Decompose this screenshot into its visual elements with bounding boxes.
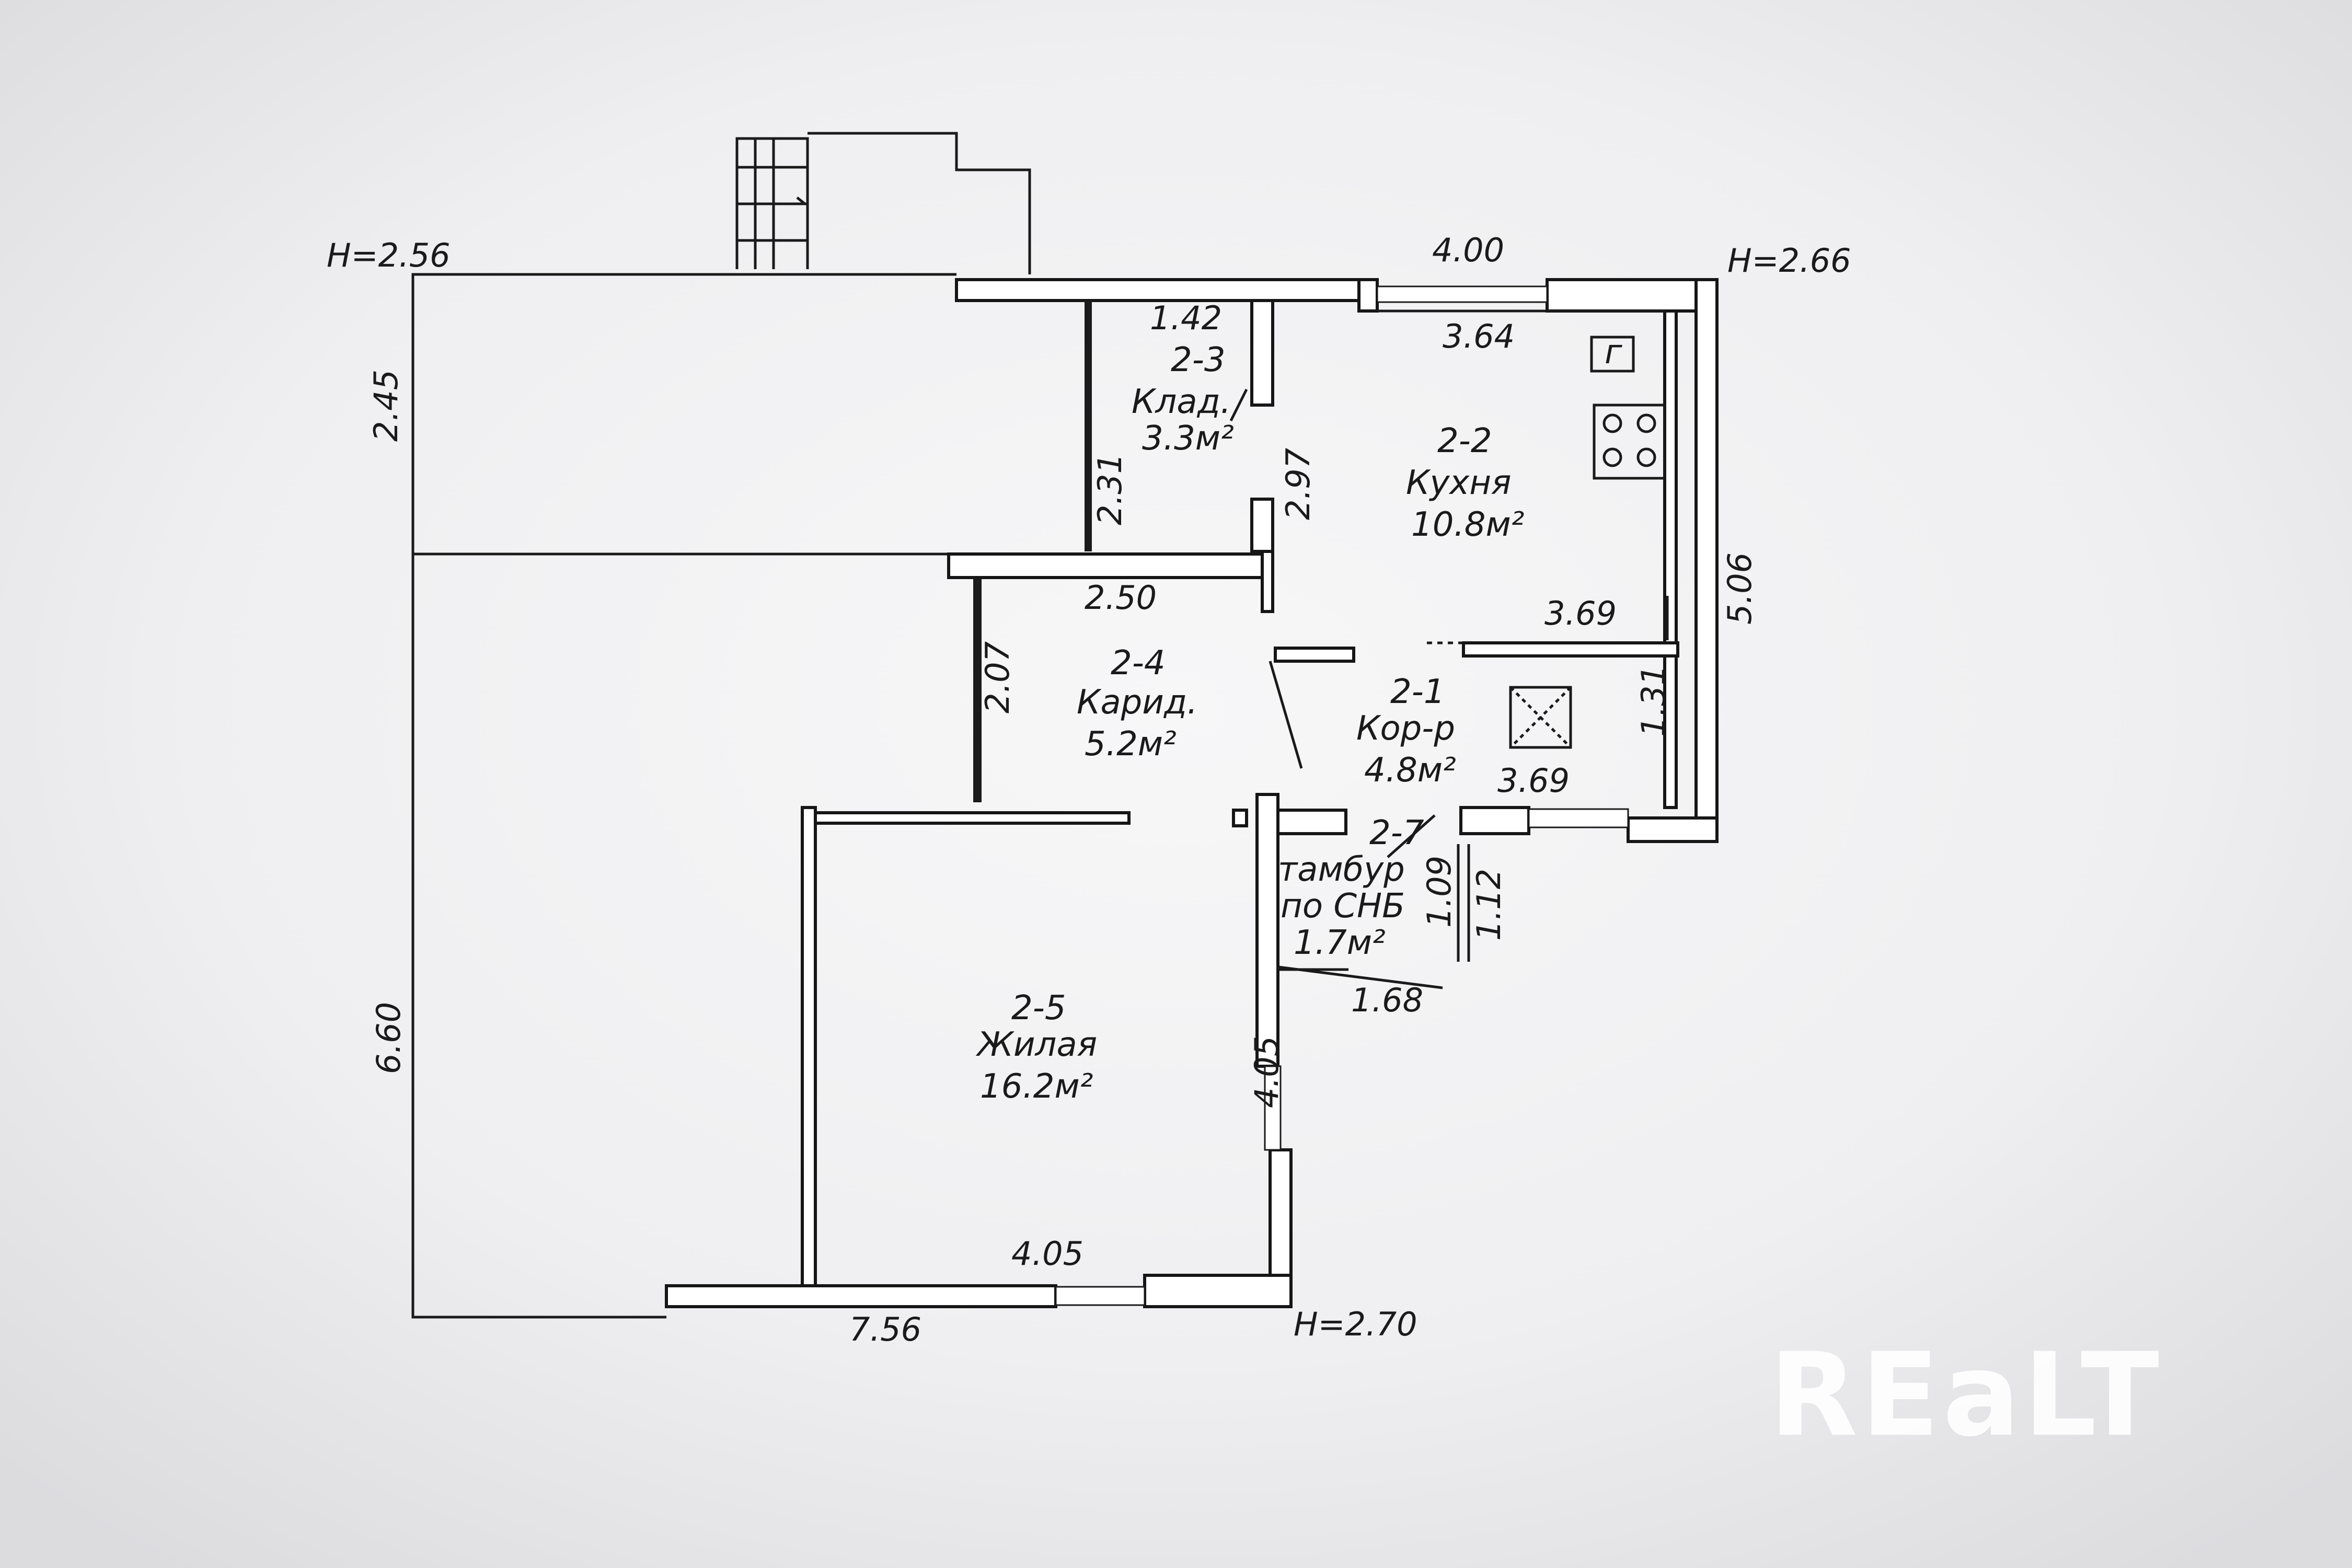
stove	[1593, 403, 1666, 480]
dim-corridor-height: 2.07	[978, 641, 1017, 713]
dim-hall-width: 3.69	[1497, 762, 1570, 800]
room-area: 4.8м²	[1364, 751, 1456, 790]
window-living-bottom	[1055, 1286, 1146, 1306]
realt-watermark: REaLT	[1769, 1328, 2162, 1462]
room-name: Кор-р	[1356, 709, 1455, 748]
walls	[665, 278, 1719, 1308]
room-id: 2-7	[1369, 814, 1424, 852]
dim-kitchen-width: 3.64	[1443, 317, 1515, 355]
dim-vestibule-width: 1.68	[1351, 981, 1423, 1019]
room-id: 2-1	[1390, 673, 1445, 711]
dim-right-outer: 5.06	[1721, 552, 1759, 625]
room-area: 1.7м²	[1294, 924, 1386, 962]
height-top-right: H=2.66	[1727, 241, 1851, 280]
dim-vestibule-outer: 1.12	[1470, 869, 1508, 941]
dim-living-height: 4.05	[1248, 1036, 1286, 1108]
window-hall	[1528, 808, 1629, 828]
room-name: Карид.	[1077, 683, 1197, 722]
room-area: 10.8м²	[1411, 505, 1524, 544]
dim-bottom-total: 7.56	[849, 1310, 921, 1348]
dim-top-width: 4.00	[1432, 231, 1504, 269]
dim-kitchen-height: 2.97	[1279, 448, 1317, 520]
dim-left-upper: 2.45	[367, 370, 405, 442]
room-living: 2-5 Жилая 16.2м²	[975, 989, 1097, 1106]
dim-kitchen-lower-width: 3.69	[1544, 594, 1617, 632]
outer-outline	[411, 273, 956, 1319]
room-kitchen: 2-2 Кухня 10.8м²	[1406, 422, 1524, 544]
room-hall: 2-1 Кор-р 4.8м²	[1356, 673, 1456, 790]
boiler: г	[1590, 333, 1635, 373]
room-name: Кухня	[1406, 464, 1512, 502]
dim-pantry-height: 2.31	[1091, 453, 1129, 525]
room-name: тамбур	[1278, 850, 1405, 889]
boiler-label: г	[1605, 333, 1622, 372]
room-corridor: 2-4 Карид. 5.2м²	[1077, 644, 1197, 764]
room-id: 2-5	[1011, 989, 1066, 1028]
room-id: 2-3	[1171, 341, 1226, 379]
window-living-side	[1264, 1065, 1282, 1151]
dim-vestibule-inner: 1.09	[1420, 856, 1458, 928]
room-id: 2-4	[1111, 644, 1166, 683]
dim-left-lower: 6.60	[370, 1002, 408, 1074]
room-area: 16.2м²	[980, 1067, 1093, 1106]
room-vestibule: 2-7 тамбур по СНБ 1.7м²	[1278, 814, 1424, 962]
room-area: 3.3м²	[1142, 419, 1234, 458]
room-name-2: по СНБ	[1281, 887, 1405, 926]
dim-corridor-width: 2.50	[1085, 579, 1157, 617]
dim-living-width: 4.05	[1011, 1235, 1083, 1273]
room-pantry: 2-3 Клад. 3.3м²	[1132, 341, 1234, 458]
dim-hall-height: 1.31	[1634, 665, 1673, 737]
height-bottom: H=2.70	[1294, 1305, 1417, 1343]
porch-steps	[735, 132, 1031, 274]
room-name: Клад.	[1132, 383, 1231, 421]
dim-pantry-width: 1.42	[1150, 299, 1222, 337]
room-name: Жилая	[975, 1025, 1097, 1064]
room-area: 5.2м²	[1085, 725, 1177, 764]
window-kitchen-top	[1376, 285, 1548, 303]
room-id: 2-2	[1437, 422, 1492, 460]
chimney	[1509, 686, 1572, 749]
height-top-left: H=2.56	[327, 236, 451, 274]
windows	[1055, 285, 1629, 1306]
